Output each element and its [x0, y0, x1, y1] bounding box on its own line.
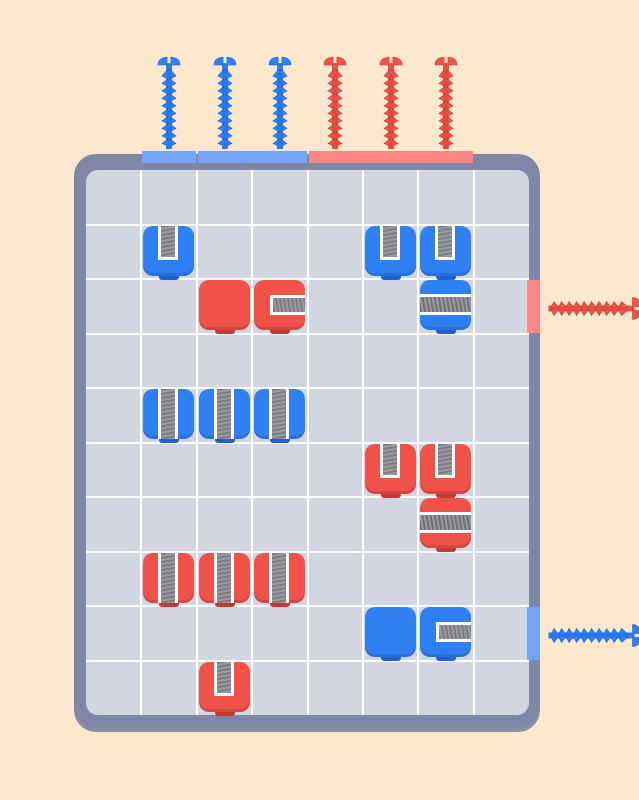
piece-foot [159, 601, 180, 607]
piece-foot [436, 547, 457, 552]
blue-exit-gate [142, 151, 196, 163]
blue-screw-icon[interactable] [268, 55, 292, 160]
blue-block-piece[interactable] [252, 388, 307, 443]
red-block-piece[interactable] [197, 552, 252, 607]
thread-icon [438, 443, 453, 475]
blue-block-piece[interactable] [197, 388, 252, 443]
grid-line-horizontal [86, 387, 529, 389]
red-screw-icon[interactable] [323, 55, 347, 160]
thread-icon [420, 297, 472, 312]
red-block-piece[interactable] [141, 552, 196, 607]
red-block-piece[interactable] [197, 661, 252, 716]
piece-foot [214, 601, 235, 607]
thread-icon [272, 552, 287, 603]
piece-foot [159, 274, 180, 280]
thread-icon [273, 298, 306, 312]
piece-foot [436, 329, 457, 334]
grid-line-horizontal [86, 332, 529, 335]
blue-screw-icon[interactable] [157, 55, 181, 160]
piece-foot [270, 329, 291, 334]
thread-icon [383, 225, 397, 257]
red-block-piece[interactable] [252, 552, 307, 607]
thread-icon [439, 625, 472, 639]
piece-foot [214, 329, 235, 334]
grid-line-horizontal [86, 441, 529, 444]
red-screw-icon[interactable] [434, 55, 458, 160]
blue-block-piece[interactable] [141, 388, 196, 443]
thread-icon [216, 389, 231, 439]
piece-foot [159, 438, 180, 443]
grid-line-horizontal [86, 496, 529, 498]
red-block-piece[interactable] [252, 279, 307, 334]
piece-foot [381, 492, 401, 498]
blue-block-piece[interactable] [363, 606, 418, 661]
red-block-piece[interactable] [363, 443, 418, 498]
grid-line-horizontal [86, 278, 529, 280]
red-exit-gate [308, 151, 473, 163]
piece-foot [214, 710, 235, 716]
thread-icon [161, 225, 176, 257]
red-side-exit-gate [527, 280, 540, 333]
blue-exit-gate [197, 151, 307, 163]
blue-block-piece[interactable] [418, 279, 473, 334]
piece-foot [436, 656, 457, 661]
grid-line-horizontal [86, 550, 529, 553]
thread-icon [272, 389, 287, 439]
piece-body [198, 280, 250, 330]
thread-icon [161, 552, 176, 603]
piece-foot [436, 492, 457, 498]
grid-line-horizontal [86, 659, 529, 662]
blue-side-screw-icon[interactable] [538, 624, 639, 648]
piece-foot [381, 274, 401, 280]
piece-body [365, 607, 416, 657]
thread-icon [161, 389, 176, 439]
red-screw-icon[interactable] [379, 55, 403, 160]
grid-line-horizontal [86, 223, 529, 226]
piece-foot [381, 656, 401, 661]
blue-block-piece[interactable] [418, 606, 473, 661]
red-block-piece[interactable] [418, 497, 473, 552]
blue-side-exit-gate [527, 607, 540, 660]
piece-foot [436, 274, 457, 280]
piece-foot [214, 438, 235, 443]
blue-block-piece[interactable] [141, 225, 196, 280]
red-side-screw-icon[interactable] [538, 297, 639, 321]
thread-icon [420, 515, 472, 530]
thread-icon [383, 443, 397, 475]
thread-icon [216, 661, 231, 693]
blue-screw-icon[interactable] [213, 55, 237, 160]
thread-icon [216, 552, 231, 603]
grid-line-horizontal [86, 605, 529, 607]
thread-icon [438, 225, 453, 257]
red-block-piece[interactable] [418, 443, 473, 498]
blue-block-piece[interactable] [363, 225, 418, 280]
red-block-piece[interactable] [197, 279, 252, 334]
blue-block-piece[interactable] [418, 225, 473, 280]
piece-foot [270, 601, 291, 607]
piece-foot [270, 438, 291, 443]
